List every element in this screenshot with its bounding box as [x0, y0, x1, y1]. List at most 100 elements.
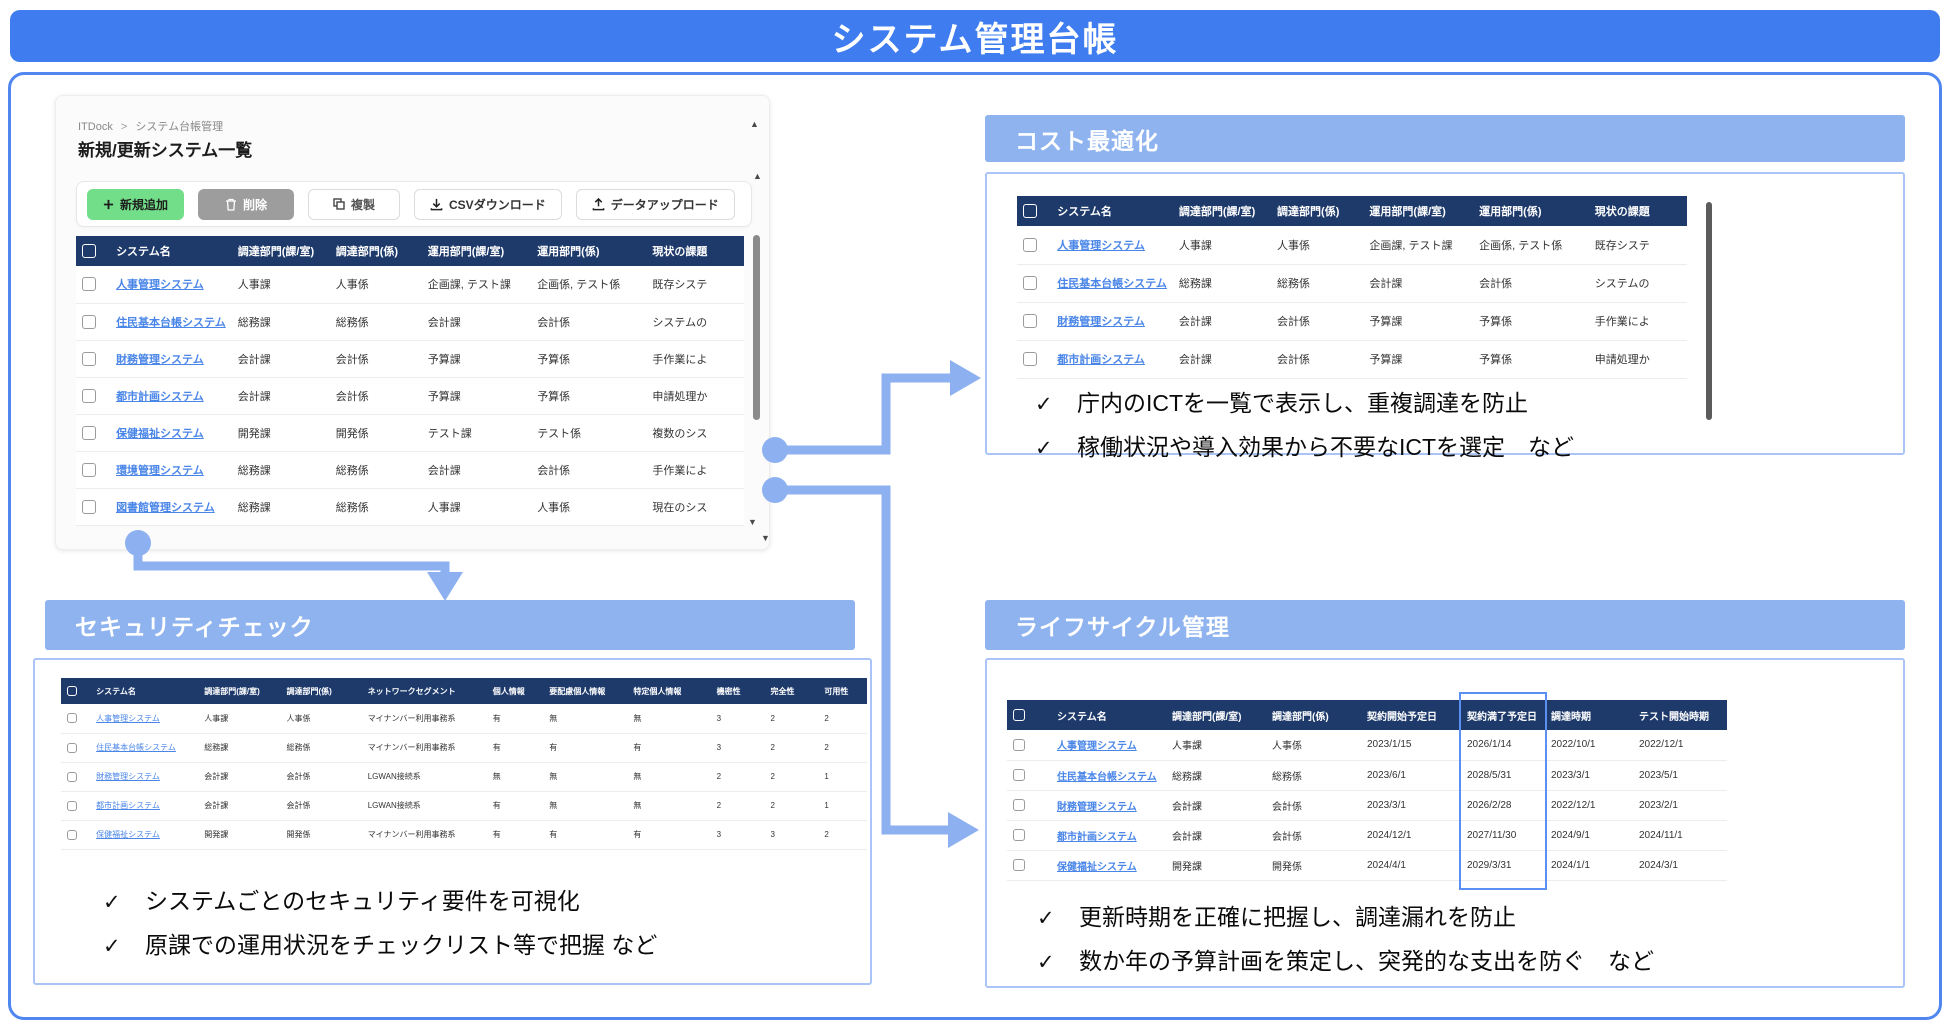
csv-download-button[interactable]: CSVダウンロード — [414, 188, 562, 220]
system-link[interactable]: 住民基本台帳システム — [1057, 278, 1167, 290]
system-link[interactable]: 財務管理システム — [1057, 801, 1137, 813]
table-row: 人事管理システム人事課人事係企画課, テスト課企画係, テスト係既存システ — [76, 266, 744, 303]
check-icon — [1035, 392, 1077, 417]
row-checkbox[interactable] — [82, 462, 96, 477]
column-header: 調達部門(係) — [286, 686, 332, 696]
system-link[interactable]: 住民基本台帳システム — [1057, 771, 1157, 783]
row-checkbox[interactable] — [1013, 829, 1025, 841]
cost-panel-header: コスト最適化 — [985, 115, 1905, 162]
row-checkbox[interactable] — [82, 277, 96, 292]
select-all-checkbox[interactable] — [1023, 204, 1037, 218]
system-link[interactable]: 財務管理システム — [1057, 316, 1145, 328]
scroll-up-icon[interactable] — [750, 120, 759, 129]
row-checkbox[interactable] — [1013, 769, 1025, 781]
row-checkbox[interactable] — [67, 742, 77, 753]
system-link[interactable]: 財務管理システム — [116, 353, 204, 366]
scroll-down-icon[interactable] — [748, 518, 757, 527]
scrollbar-thumb[interactable] — [753, 235, 760, 420]
row-checkbox[interactable] — [82, 388, 96, 403]
check-icon — [1035, 436, 1077, 461]
system-link[interactable]: 人事管理システム — [1057, 239, 1145, 252]
system-link[interactable]: 人事管理システム — [96, 713, 160, 723]
table-cell: 2024/1/1 — [1551, 859, 1590, 871]
table-cell: 2026/2/28 — [1467, 799, 1512, 811]
table-cell: 既存システ — [1594, 239, 1650, 252]
table-cell: 会計係 — [1272, 831, 1302, 843]
select-all-checkbox[interactable] — [82, 244, 96, 258]
table-cell: 有 — [549, 743, 558, 752]
select-all-checkbox[interactable] — [1013, 709, 1025, 721]
scrollbar-thumb[interactable] — [1706, 202, 1712, 420]
system-link[interactable]: 人事管理システム — [1057, 741, 1137, 753]
table-cell: 3 — [716, 830, 722, 839]
table-cell: 会計課 — [204, 772, 229, 781]
breadcrumb-root[interactable]: ITDock — [78, 121, 113, 133]
breadcrumb: ITDock > システム台帳管理 — [78, 118, 223, 134]
row-checkbox[interactable] — [1023, 276, 1037, 290]
table-cell: 総務課 — [1178, 278, 1212, 290]
system-link[interactable]: 住民基本台帳システム — [116, 316, 226, 329]
column-header: 契約満了予定日 — [1467, 711, 1537, 723]
row-checkbox[interactable] — [1013, 859, 1025, 871]
table-cell: 人事係 — [335, 279, 369, 292]
table-cell: 2023/3/1 — [1551, 769, 1590, 781]
row-checkbox[interactable] — [1023, 314, 1037, 328]
table-cell: 開発課 — [1172, 861, 1202, 873]
row-checkbox[interactable] — [1023, 237, 1037, 252]
system-link[interactable]: 保健福祉システム — [1057, 861, 1137, 873]
table-cell: 会計係 — [335, 353, 369, 366]
security-panel-title: セキュリティチェック — [75, 614, 314, 640]
system-link[interactable]: 都市計画システム — [116, 390, 204, 403]
row-checkbox[interactable] — [67, 713, 77, 724]
system-link[interactable]: 都市計画システム — [1057, 354, 1145, 366]
system-link[interactable]: 図書館管理システム — [116, 501, 215, 514]
row-checkbox[interactable] — [1023, 352, 1037, 366]
column-header: 可用性 — [824, 686, 849, 696]
table-cell: LGWAN接続系 — [367, 801, 421, 810]
add-new-label: 新規追加 — [120, 197, 169, 212]
table-cell: 財務管理システム — [110, 340, 232, 377]
row-checkbox[interactable] — [1013, 738, 1025, 751]
table-cell: 会計係 — [286, 801, 311, 810]
check-icon — [1037, 950, 1079, 975]
system-link[interactable]: 保健福祉システム — [116, 427, 204, 440]
system-link[interactable]: 人事管理システム — [116, 279, 204, 292]
scroll-down-icon[interactable] — [761, 534, 770, 543]
row-checkbox[interactable] — [82, 425, 96, 440]
table-row: 保健福祉システム開発課開発係テスト課テスト係複数のシス — [76, 414, 744, 451]
table-cell: 2024/4/1 — [1367, 859, 1406, 871]
security-panel-header: セキュリティチェック — [45, 600, 855, 650]
row-checkbox[interactable] — [67, 771, 77, 782]
system-link[interactable]: 都市計画システム — [96, 801, 160, 810]
row-checkbox[interactable] — [82, 314, 96, 329]
column-header: システム名 — [96, 686, 136, 696]
column-header: ネットワークセグメント — [367, 686, 456, 696]
table-cell: 人事課 — [1178, 239, 1212, 252]
select-all-checkbox[interactable] — [67, 686, 77, 696]
row-checkbox[interactable] — [82, 351, 96, 366]
row-checkbox[interactable] — [67, 829, 77, 840]
system-link[interactable]: 財務管理システム — [96, 772, 160, 781]
add-new-button[interactable]: 新規追加 — [87, 188, 185, 220]
delete-button[interactable]: 削除 — [198, 188, 295, 220]
table-cell: 2 — [770, 801, 775, 810]
row-checkbox[interactable] — [82, 499, 96, 514]
system-link[interactable]: 住民基本台帳システム — [96, 743, 176, 752]
system-link[interactable]: 都市計画システム — [1057, 831, 1137, 843]
duplicate-button[interactable]: 複製 — [308, 188, 401, 220]
table-cell: 2027/11/30 — [1467, 829, 1517, 841]
check-text: 更新時期を正確に把握し、調達漏れを防止 — [1079, 904, 1516, 930]
row-checkbox[interactable] — [67, 800, 77, 811]
row-checkbox[interactable] — [1013, 799, 1025, 811]
table-cell: 2026/1/14 — [1467, 739, 1512, 751]
check-text: 原課での運用状況をチェックリスト等で把握 など — [145, 932, 658, 958]
system-link[interactable]: 環境管理システム — [116, 464, 204, 477]
scroll-up-icon[interactable] — [753, 172, 762, 181]
table-cell: 2 — [716, 801, 722, 810]
data-upload-label: データアップロード — [610, 197, 719, 212]
data-upload-button[interactable]: データアップロード — [575, 188, 735, 220]
table-cell: 都市計画システム — [1051, 820, 1166, 850]
system-link[interactable]: 保健福祉システム — [96, 830, 160, 839]
table-cell: 申請処理か — [1594, 354, 1650, 366]
